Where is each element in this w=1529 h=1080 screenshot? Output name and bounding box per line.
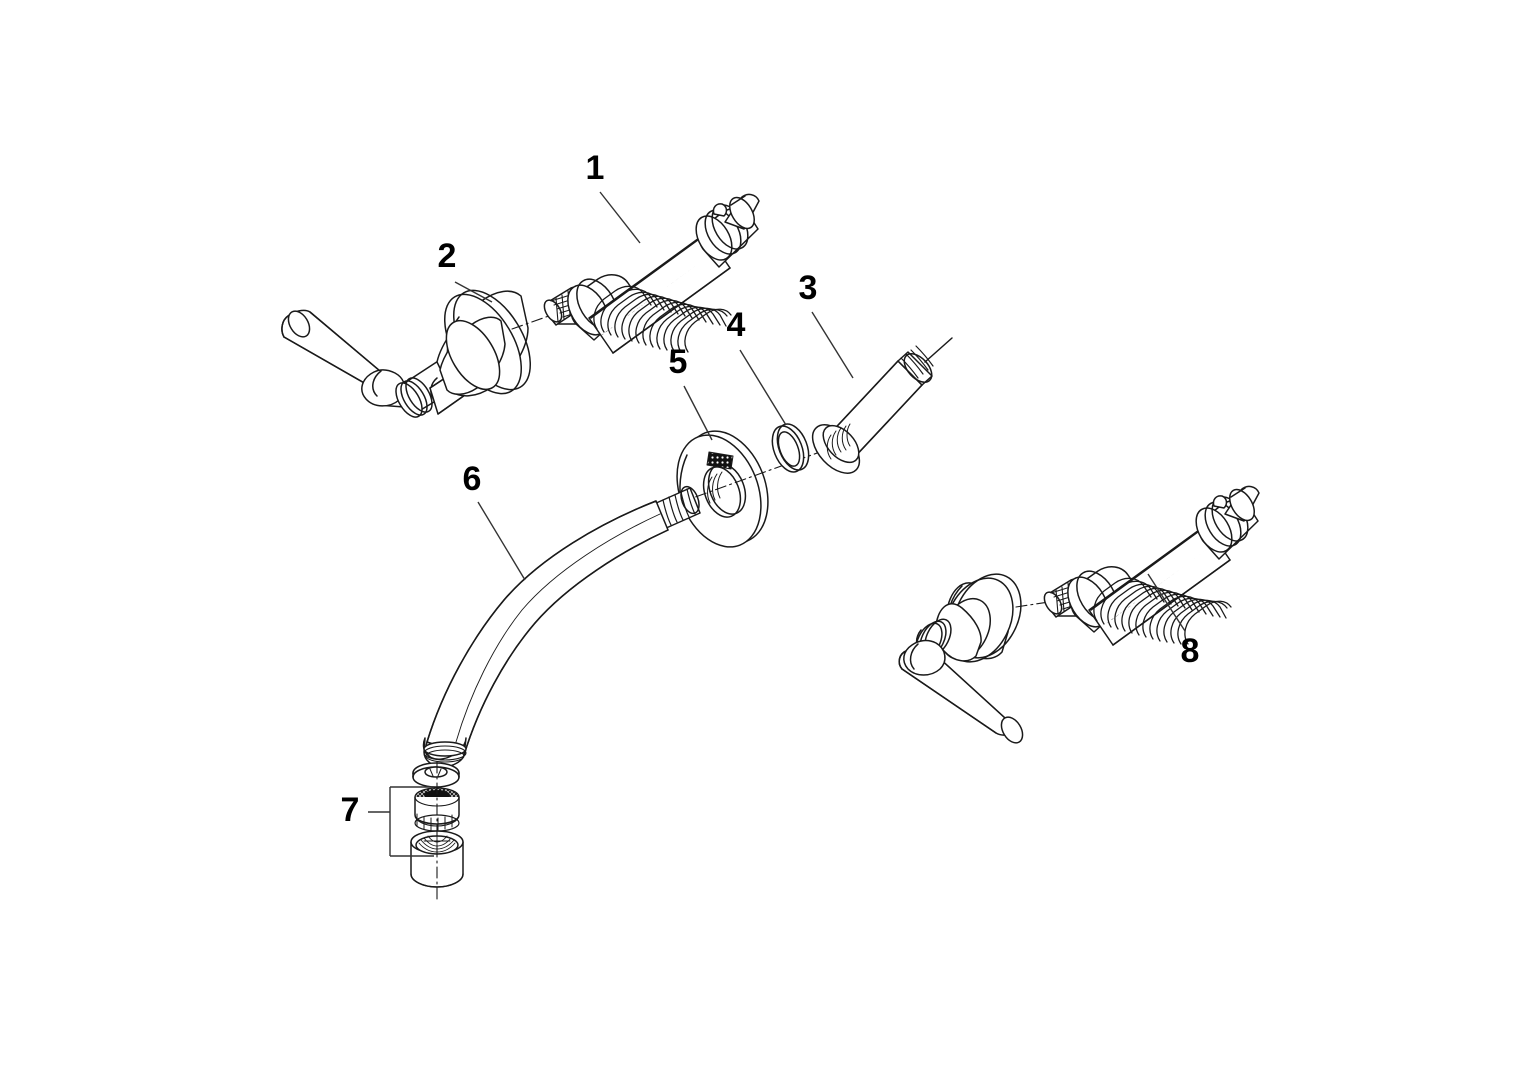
callout-number-8: 8 — [1181, 632, 1200, 670]
lever-arm-left — [281, 309, 413, 408]
part-7-aerator-assembly — [410, 761, 464, 901]
callout-number-6: 6 — [463, 460, 482, 498]
part-8-valve-cartridge-right — [1043, 485, 1260, 646]
cartridge-end-cap-left — [695, 193, 760, 268]
leader-3 — [811, 311, 854, 379]
callout-number-1: 1 — [586, 149, 605, 187]
callout-numbers: 1 2 3 4 5 6 7 8 — [341, 149, 1200, 829]
aerator-washer — [412, 762, 460, 788]
centerline-right-handle — [1015, 599, 1063, 608]
part-4-o-ring-washer — [771, 423, 810, 473]
cartridge-ribbed-body-left — [588, 232, 732, 354]
leader-4 — [739, 349, 787, 426]
part-1-valve-cartridge-left — [543, 193, 760, 354]
part-3-extension-sleeve — [811, 337, 953, 474]
escutcheon-left — [436, 289, 532, 397]
lever-handle-escutcheon-right — [898, 573, 1063, 744]
callout-number-5: 5 — [669, 343, 688, 381]
leader-2 — [454, 281, 493, 303]
part-5-spout-escutcheon-flange — [675, 430, 821, 548]
leader-1 — [599, 191, 641, 244]
part-2-lever-handle-escutcheon-left — [281, 289, 561, 418]
sleeve-external-thread — [897, 337, 953, 386]
leader-6 — [477, 501, 526, 581]
callout-number-2: 2 — [438, 237, 457, 275]
callout-number-4: 4 — [727, 306, 746, 344]
aerator-insert — [414, 787, 460, 832]
brand-logo-badge — [706, 451, 734, 470]
cartridge-ribbed-body-right — [1088, 524, 1232, 646]
leader-5 — [683, 385, 713, 441]
leader-8 — [1147, 573, 1186, 632]
leader-lines — [368, 191, 1186, 857]
callout-number-7: 7 — [341, 791, 360, 829]
cartridge-end-cap-right — [1195, 485, 1260, 560]
callout-number-3: 3 — [799, 269, 818, 307]
part-6-curved-spout — [422, 485, 701, 768]
aerator-housing — [410, 830, 464, 888]
